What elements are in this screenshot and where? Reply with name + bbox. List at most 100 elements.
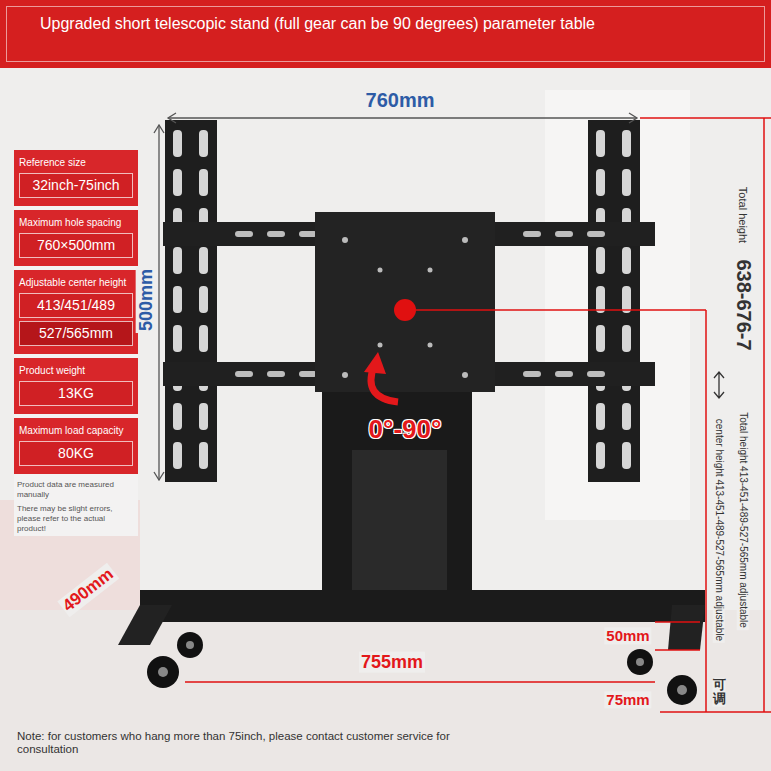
bar-slot [235, 371, 253, 377]
hole [428, 343, 433, 348]
center-leader [416, 309, 706, 311]
bar-slot [587, 231, 605, 237]
spec-value: 13KG [19, 381, 133, 406]
spec-row: Adjustable center height 413/451/489 527/5… [14, 270, 138, 354]
wheel [147, 656, 179, 688]
total-height-line [763, 118, 765, 712]
rail-slot [596, 247, 605, 274]
room-window [545, 90, 690, 520]
spec-row: Maximum load capacity 80KG [14, 418, 138, 474]
height-caption: Total height 413-451-489-527-565mm adjus… [737, 410, 749, 630]
red-dimension-lines [60, 118, 771, 712]
left-leg [118, 605, 172, 645]
rail-slot [173, 130, 182, 157]
rail-slot [173, 403, 182, 430]
rail-slot [622, 325, 631, 352]
spec-heading: Maximum load capacity [19, 425, 133, 437]
bar-slot [555, 231, 573, 237]
dimension-label: 755mm [359, 652, 425, 673]
rail-slot [173, 169, 182, 196]
center-plate [315, 212, 495, 392]
panel-note: Product data are measured manually [14, 478, 138, 502]
wheel-hub [186, 641, 194, 649]
rail-slot [622, 247, 631, 274]
panel-note: There may be slight errors, please refer… [14, 502, 138, 536]
rail-slot [199, 325, 208, 352]
spec-heading: Maximum hole spacing [19, 217, 133, 229]
dimension-label: 760mm [364, 89, 437, 112]
rail-slot [622, 169, 631, 196]
height-value: 638-676-7 [732, 257, 755, 352]
spec-value: 527/565mm [19, 321, 133, 346]
hole [342, 372, 348, 378]
wheel [177, 632, 203, 658]
rotation-label: 0°-90° [367, 415, 444, 445]
rail-slot [199, 403, 208, 430]
spec-heading: Product weight [19, 365, 133, 377]
right-rail [588, 120, 640, 482]
plate-holes [342, 237, 468, 378]
vesa-rails [165, 120, 640, 482]
width-760-line [168, 117, 637, 118]
floor-extension [660, 711, 771, 713]
rail-slot [173, 247, 182, 274]
height-caption: center height 413-451-489-527-565mm adju… [713, 417, 725, 643]
rail-slot [596, 442, 605, 469]
spec-row: Product weight 13KG [14, 358, 138, 414]
rail-slot [596, 130, 605, 157]
right-leg [668, 605, 705, 650]
wheel [627, 649, 653, 675]
title-frame [6, 6, 765, 62]
width-line [185, 681, 655, 683]
base-mark [655, 649, 700, 651]
rail-slot [199, 247, 208, 274]
footnote: Note: for customers who hang more than 7… [15, 730, 489, 756]
rail-slot [199, 169, 208, 196]
spec-value: 760×500mm [19, 233, 133, 258]
hole [378, 268, 383, 273]
wheel-hub [158, 667, 168, 677]
bar-slot [267, 371, 285, 377]
hole [462, 372, 468, 378]
height-caption: Total height [737, 185, 750, 245]
rail-slot [173, 442, 182, 469]
bar-slot [523, 231, 541, 237]
arrowheads [168, 113, 637, 123]
bar-slot [299, 231, 317, 237]
grey-dimension-lines [154, 113, 637, 480]
title-bar: Upgraded short telescopic stand (full ge… [0, 0, 771, 68]
column-inner [352, 450, 447, 590]
wheel-hub [636, 658, 644, 666]
left-rail [165, 120, 217, 482]
spec-value: 413/451/489 [19, 293, 133, 318]
wheel [667, 675, 697, 705]
center-dot [394, 299, 416, 321]
rail-slot [622, 286, 631, 313]
rail-slot [622, 403, 631, 430]
spec-panel: Reference size32inch-75inchMaximum hole … [14, 150, 138, 536]
rotation-arrowhead [364, 352, 386, 374]
bar-slot [587, 371, 605, 377]
rail-slot [596, 169, 605, 196]
rail-slot [173, 325, 182, 352]
rail-slot [199, 130, 208, 157]
bar-slot [299, 371, 317, 377]
upright-column [322, 392, 472, 590]
top-extension [640, 117, 771, 119]
updown-arrow [714, 372, 724, 398]
spec-row: Reference size32inch-75inch [14, 150, 138, 206]
spec-heading: Reference size [19, 157, 133, 169]
base-bar [140, 590, 705, 622]
rail-slot [596, 286, 605, 313]
spec-heading: Adjustable center height [19, 277, 133, 289]
room-floor [0, 610, 771, 771]
rail-slot [173, 286, 182, 313]
rail-slot [596, 325, 605, 352]
adjustable-mark: 可调 [713, 678, 726, 707]
dimension-label: 75mm [604, 691, 651, 708]
spec-value: 80KG [19, 441, 133, 466]
bar-slot [523, 371, 541, 377]
rail-slot [622, 130, 631, 157]
height-500-line [158, 125, 159, 480]
